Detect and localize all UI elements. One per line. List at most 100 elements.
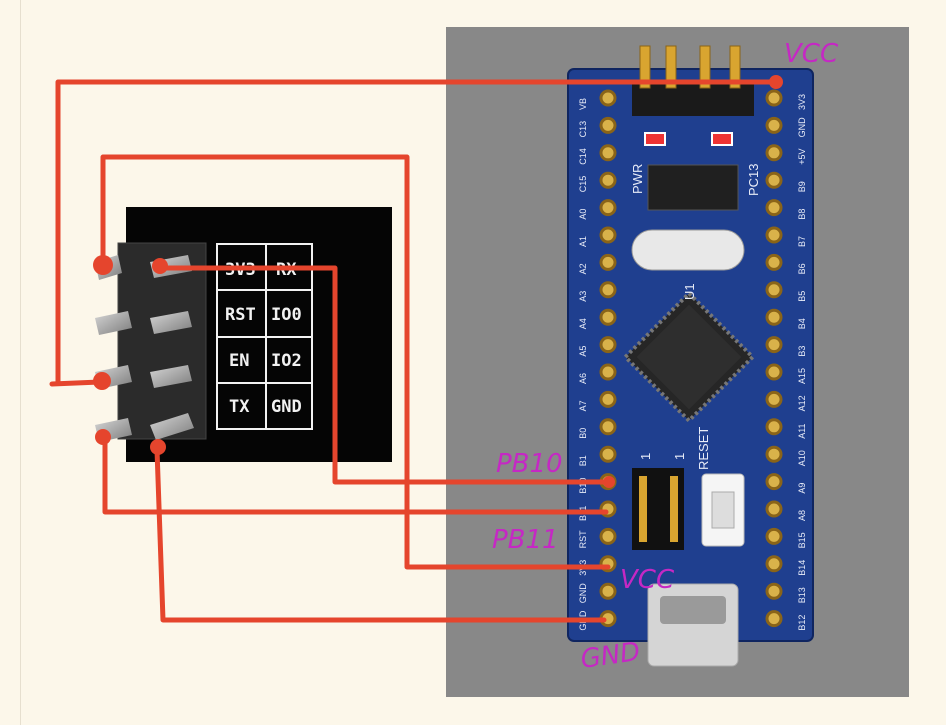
board-pin-pad [599, 336, 617, 354]
board-pin-label: RST [578, 530, 588, 549]
board-pin-label: GND [797, 117, 807, 138]
esp-label-io2: IO2 [271, 351, 302, 371]
board-pin-label: B4 [797, 318, 807, 329]
board-pin-label: A5 [578, 346, 588, 357]
board-pin-label: B13 [797, 587, 807, 603]
board-pin-pad [765, 555, 783, 573]
boot-one-left: 1 [638, 453, 653, 460]
board-pin-pad [765, 582, 783, 600]
board-pin-label: A0 [578, 209, 588, 220]
pc13-label: PC13 [746, 163, 761, 196]
board-pin-label: A6 [578, 373, 588, 384]
esp-pin-header [95, 242, 207, 442]
board-pin-label: B1 [578, 455, 588, 466]
stm32-board [567, 45, 814, 667]
board-pin-label: A8 [797, 510, 807, 521]
board-pin-pad [599, 281, 617, 299]
board-pin-label: B9 [797, 181, 807, 192]
board-pin-pad [599, 418, 617, 436]
esp-label-gnd: GND [271, 397, 302, 417]
board-pin-pad [765, 308, 783, 326]
board-pin-label: B14 [797, 560, 807, 576]
esp-label-tx: TX [229, 397, 250, 417]
board-pin-pad [765, 445, 783, 463]
board-pin-label: A9 [797, 483, 807, 494]
board-pin-pad [765, 336, 783, 354]
board-pin-pad [765, 418, 783, 436]
board-pin-label: B15 [797, 532, 807, 548]
wires [49, 79, 779, 623]
board-pin-pad [765, 527, 783, 545]
page-edge-line [20, 0, 21, 725]
board-pin-label: B7 [797, 236, 807, 247]
board-pin-label: B8 [797, 209, 807, 220]
board-pin-pad [765, 226, 783, 244]
board-pin-label: A4 [578, 318, 588, 329]
wire-junctions [93, 75, 783, 488]
board-pin-pad [765, 281, 783, 299]
board-pin-label: VB [578, 98, 588, 110]
board-pin-label: A3 [578, 291, 588, 302]
board-pin-pad [765, 199, 783, 217]
board-pin-label: B12 [797, 615, 807, 631]
esp-label-rst: RST [225, 305, 256, 325]
boot-one-right: 1 [672, 453, 687, 460]
board-pin-pad [599, 199, 617, 217]
board-pin-pad [765, 363, 783, 381]
board-pin-pad [599, 363, 617, 381]
board-pin-pad [765, 253, 783, 271]
board-pin-pad [599, 226, 617, 244]
board-pin-label: +5V [797, 149, 807, 165]
esp-label-grid [216, 243, 313, 430]
board-pin-pad [599, 390, 617, 408]
annotation-vcc-top: VCC [784, 39, 839, 69]
annotation-pb10: PB10 [496, 449, 563, 479]
wire-en-stub [49, 379, 103, 387]
board-pin-label: B0 [578, 428, 588, 439]
board-pin-label: B3 [797, 346, 807, 357]
board-pin-label: 3V3 [797, 94, 807, 110]
board-pin-pad [599, 116, 617, 134]
annotation-gnd: GND [579, 637, 642, 675]
board-pin-label: GND [578, 583, 588, 604]
u1-label: U1 [682, 283, 697, 300]
board-pin-pad [599, 171, 617, 189]
board-pin-label: A2 [578, 263, 588, 274]
esp-label-io0: IO0 [271, 305, 302, 325]
board-pin-label: A7 [578, 400, 588, 411]
board-pin-pad [765, 500, 783, 518]
board-pin-label: B6 [797, 263, 807, 274]
board-pin-pad [765, 473, 783, 491]
wire-gnd [154, 447, 607, 623]
board-pin-pad [765, 610, 783, 628]
board-pin-pad [765, 116, 783, 134]
board-pin-label: A15 [797, 368, 807, 384]
board-pin-pad [765, 171, 783, 189]
board-pin-pad [765, 390, 783, 408]
board-pin-pad [599, 144, 617, 162]
board-pin-label: B5 [797, 291, 807, 302]
wire-tx [102, 432, 609, 515]
board-pin-label: C13 [578, 121, 588, 138]
annotation-vcc-bottom: VCC [620, 565, 675, 595]
board-pin-pad [765, 89, 783, 107]
board-pin-label: B10 [578, 478, 588, 494]
board-pin-pad [599, 445, 617, 463]
annotation-pb11: PB11 [492, 525, 559, 555]
reset-label: RESET [696, 427, 711, 470]
board-pin-label: A12 [797, 395, 807, 411]
board-pin-label: A1 [578, 236, 588, 247]
wire-vcc [55, 79, 779, 385]
wire-rx [157, 265, 613, 485]
board-pin-pad [599, 89, 617, 107]
board-pin-pad [599, 253, 617, 271]
board-pin-pad [765, 144, 783, 162]
board-pin-label: A11 [797, 423, 807, 438]
board-pin-pad [599, 308, 617, 326]
board-pin-pad [599, 527, 617, 545]
pwr-label: PWR [630, 164, 645, 194]
board-pin-label: A10 [797, 450, 807, 466]
board-pin-label: C15 [578, 176, 588, 193]
